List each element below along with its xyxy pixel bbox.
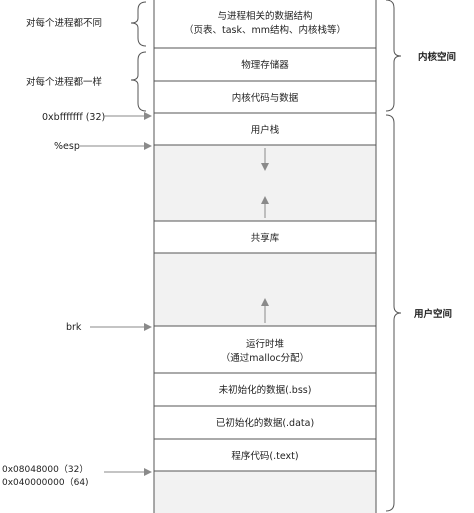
text-start-32-label: 0x08048000（32） (2, 464, 88, 475)
user-stack-label: 用户栈 (251, 124, 280, 136)
differs-per-process-label: 对每个进程都不同 (26, 17, 102, 29)
kernel-code-data-label: 内核代码与数据 (232, 92, 299, 104)
stack-grows-down-arrow-2 (261, 196, 269, 218)
brk-pointer-arrow (90, 323, 152, 331)
kernel-per-process-label-1: 与进程相关的数据结构 (217, 10, 312, 22)
heap-grows-up-arrow (261, 298, 269, 323)
same-per-process-label: 对每个进程都一样 (26, 76, 102, 88)
brk-label: brk (66, 322, 82, 333)
differs-per-process-brace (130, 1, 147, 47)
user-space-label: 用户空间 (413, 308, 452, 320)
kernel-space-brace (385, 0, 402, 112)
kernel-space-label: 内核空间 (418, 51, 456, 63)
heap-label-2: （通过malloc分配） (221, 352, 309, 364)
stack-top-pointer-arrow (104, 112, 152, 120)
user-space-brace (385, 114, 402, 512)
stack-grows-down-arrow (261, 148, 269, 171)
heap-label-1: 运行时堆 (246, 338, 285, 350)
text-start-64-label: 0x040000000（64) (2, 477, 89, 488)
shared-libs-label: 共享库 (251, 232, 280, 244)
unused-low-region (154, 471, 376, 513)
data-label: 已初始化的数据(.data) (216, 417, 314, 429)
bss-label: 未初始化的数据(.bss) (219, 384, 312, 396)
text-label: 程序代码(.text) (231, 450, 298, 462)
esp-pointer-arrow (80, 142, 152, 150)
stack-top-address-label: 0xbfffffff (32) (42, 112, 105, 123)
physical-memory-label: 物理存储器 (241, 59, 289, 71)
kernel-per-process-label-2: （页表、task、mm结构、内核栈等） (184, 24, 346, 36)
esp-label: %esp (54, 141, 80, 152)
text-start-pointer-arrow (104, 468, 152, 476)
same-per-process-brace (130, 51, 147, 112)
